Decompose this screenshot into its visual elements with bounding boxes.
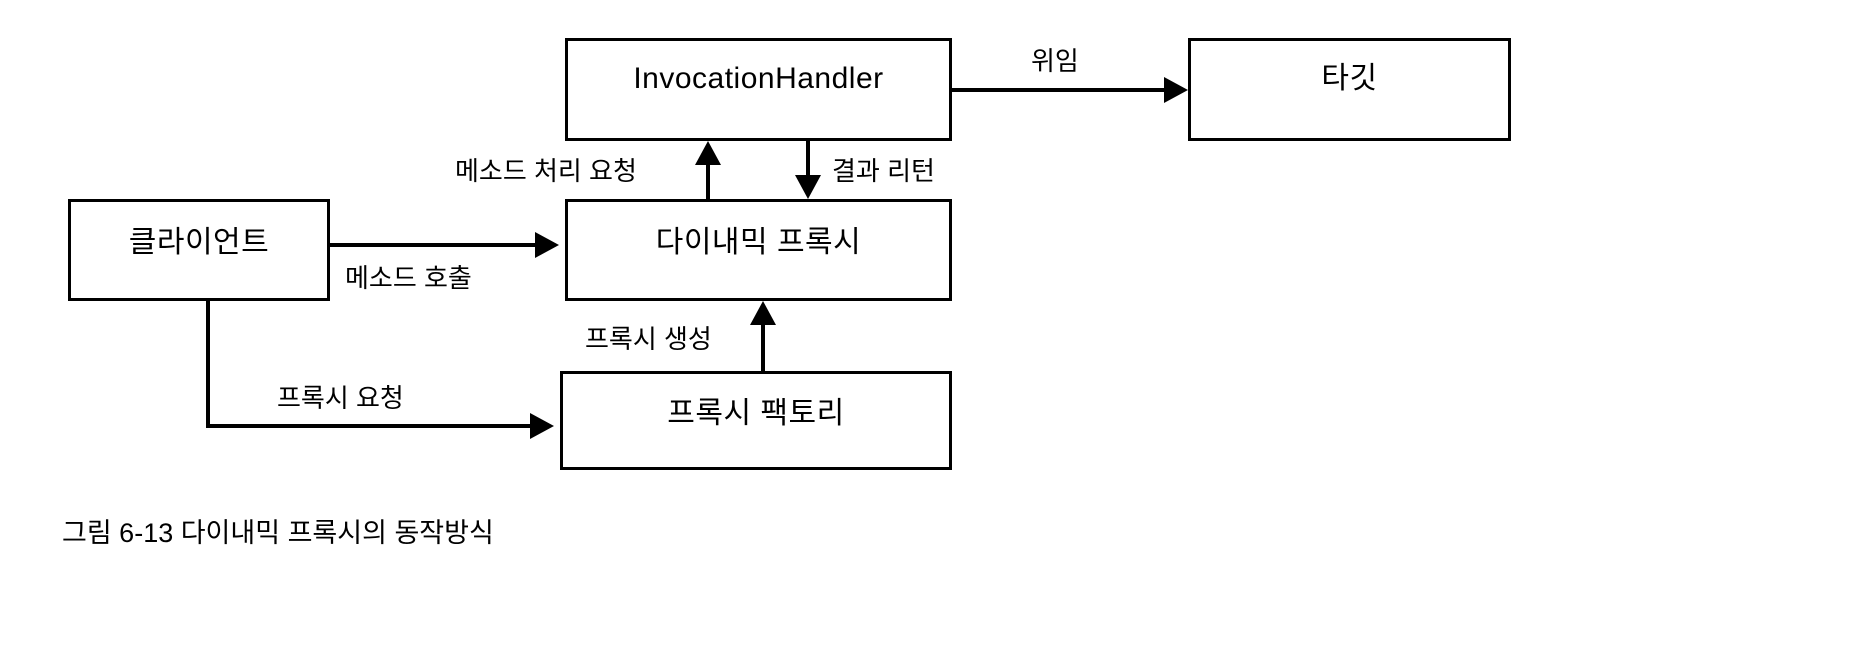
edge-method-call-arrowhead (535, 232, 559, 258)
edge-method-call-line (330, 243, 535, 247)
figure-caption: 그림 6-13 다이내믹 프록시의 동작방식 (62, 518, 494, 548)
node-proxy-factory: 프록시 팩토리 (560, 371, 952, 470)
node-client-label: 클라이언트 (128, 226, 270, 259)
edge-result-return-line (806, 141, 810, 177)
edge-method-handle-request-label: 메소드 처리 요청 (455, 156, 637, 186)
node-target-label: 타깃 (1321, 61, 1378, 95)
edge-method-handle-request-arrowhead (695, 141, 721, 165)
edge-result-return-label: 결과 리턴 (832, 156, 935, 186)
edge-proxy-request-drop (206, 301, 210, 426)
edge-proxy-request-arrowhead (530, 413, 554, 439)
node-invocation-handler: InvocationHandler (565, 38, 952, 141)
edge-method-handle-request-line (706, 165, 710, 201)
edge-delegation-arrowhead (1164, 77, 1188, 103)
node-invocation-handler-label: InvocationHandler (633, 61, 884, 95)
edge-delegation-label: 위임 (1031, 46, 1079, 76)
edge-delegation-line (952, 88, 1164, 92)
edge-method-call-label: 메소드 호출 (345, 263, 472, 293)
edge-proxy-create-line (761, 325, 765, 371)
edge-proxy-request-label: 프록시 요청 (277, 383, 404, 413)
node-client: 클라이언트 (68, 199, 330, 301)
edge-proxy-create-arrowhead (750, 301, 776, 325)
node-dynamic-proxy: 다이내믹 프록시 (565, 199, 952, 301)
edge-proxy-create-label: 프록시 생성 (585, 324, 712, 354)
node-target: 타깃 (1188, 38, 1511, 141)
edge-proxy-request-line (206, 424, 530, 428)
node-dynamic-proxy-label: 다이내믹 프록시 (655, 226, 862, 259)
node-proxy-factory-label: 프록시 팩토리 (667, 396, 845, 430)
edge-result-return-arrowhead (795, 175, 821, 199)
